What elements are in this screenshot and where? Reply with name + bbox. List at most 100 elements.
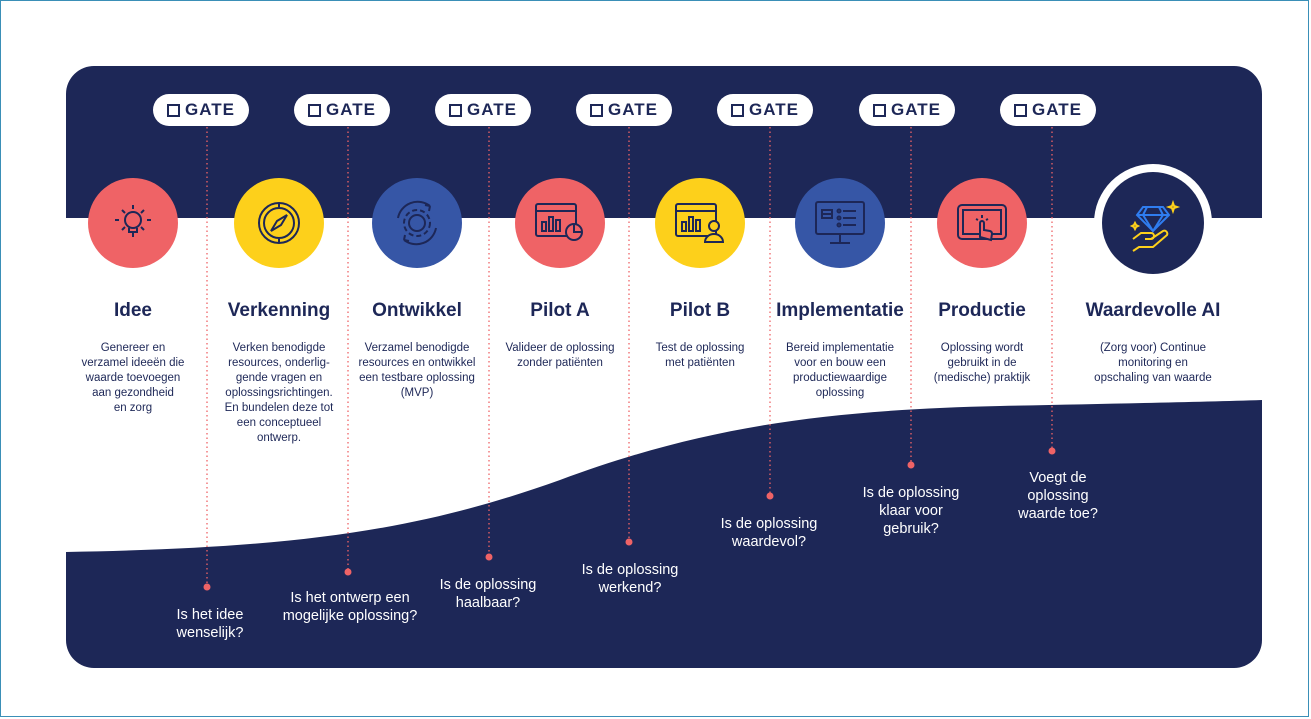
gate-question-line: klaar voor [879,503,943,519]
gate-question-line: Is de oplossing [862,485,960,501]
stage-description-line: zonder patiënten [517,357,603,369]
stage-description-line: een testbare oplossing [359,372,475,384]
diamond-hand-icon [1123,193,1183,253]
stage-description-line: (medische) praktijk [933,372,1031,384]
stage-circle [515,178,605,268]
stage-description: (Zorg voor) Continue monitoring en opschal… [1083,341,1223,386]
stage-description-line: oplossing [815,387,865,399]
gate-question: Is het ontwerp een mogelijke oplossing? [270,589,430,625]
stage-circle [655,178,745,268]
stage-description-line: oplossingsrichtingen. [225,387,333,399]
checkbox-icon [449,103,463,117]
gate-label: GATE [467,100,517,119]
gate-question-line: waarde toe? [1018,506,1098,522]
stage-description-line: met patiënten [665,357,735,369]
stage-title: Ontwikkel [372,300,462,321]
dashboard-chart-icon [532,200,588,246]
stage-circle [234,178,324,268]
lightbulb-icon [110,200,156,246]
stage-circle [88,178,178,268]
stage-title: Productie [938,300,1026,321]
gate-question-dot [1048,447,1056,455]
stage-description-line: verzamel ideeën die [81,357,185,369]
gate-question-dot [625,538,633,546]
gate-badge: GATE [1000,94,1096,126]
gate-badge: GATE [576,94,672,126]
gate-question-dot [485,553,493,561]
gate-question-dot [907,461,915,469]
gear-cycle-icon [390,196,444,250]
gate-badge: GATE [294,94,390,126]
stage-title: Idee [113,300,153,321]
stage-description-line: monitoring en [1118,357,1188,369]
gate-question-line: Is het idee [176,607,244,623]
stage-description-line: en zorg [113,402,153,414]
stage-circle [795,178,885,268]
stage-description-line: voor en bouw een [794,357,886,369]
stage-circle [937,178,1027,268]
stage-description-line: Genereer en [100,342,166,354]
stage-description-line: Test de oplossing [655,342,745,354]
gate-question: Is de oplossing haalbaar? [408,576,568,612]
stage-description-line: (Zorg voor) Continue [1099,342,1207,354]
stage-description-line: gende vragen en [235,372,323,384]
checkbox-icon [308,103,322,117]
stage-description-line: Verzamel benodigde [364,342,470,354]
dashboard-user-icon [672,200,728,246]
gate-question-dot [344,568,352,576]
stage-title: Verkenning [227,300,331,321]
stage-description: Bereid implementatie voor en bouw een prod… [770,341,910,401]
checkbox-icon [873,103,887,117]
stage-description-line: productiewaardige [793,372,887,384]
stage-description-line: een conceptueel [236,417,322,429]
gate-question-line: gebruik? [883,521,939,537]
gate-label: GATE [608,100,658,119]
stage-description-line: Oplossing wordt [940,342,1024,354]
gate-question-line: oplossing [1027,488,1089,504]
gate-question-dot [203,583,211,591]
tablet-tap-icon [954,199,1010,247]
gate-question: Is het idee wenselijk? [130,606,290,642]
monitor-checklist-icon [812,198,868,248]
gate-label: GATE [185,100,235,119]
stage-circle [372,178,462,268]
stage-title: Pilot A [530,300,590,321]
gate-badge: GATE [859,94,955,126]
gate-question-line: Is de oplossing [720,516,818,532]
gate-question-dot [766,492,774,500]
stage-description-line: waarde toevoegen [85,372,181,384]
stage-description: Valideer de oplossing zonder patiënten [490,341,630,371]
gate-question-line: waardevol? [731,534,807,550]
stage-description: Genereer en verzamel ideeën die waarde toe… [63,341,203,416]
gate-question-line: Is het ontwerp een [290,590,410,606]
stage-description-line: gebruikt in de [947,357,1017,369]
gate-question-line: mogelijke oplossing? [282,608,418,624]
gate-label: GATE [1032,100,1082,119]
gate-question: Is de oplossing waardevol? [689,515,849,551]
stage-description: Oplossing wordt gebruikt in de (medische) … [912,341,1052,386]
stage-title: Implementatie [776,300,904,321]
stage-description-line: Bereid implementatie [785,342,895,354]
stage-description-line: Valideer de oplossing [505,342,615,354]
checkbox-icon [590,103,604,117]
stage-description-line: Verken benodigde [232,342,326,354]
stage-description-line: En bundelen deze tot [224,402,334,414]
checkbox-icon [731,103,745,117]
gate-question: Is de oplossing klaar voor gebruik? [831,484,991,538]
gate-badge: GATE [435,94,531,126]
gate-question-line: Is de oplossing [581,562,679,578]
stage-description-line: aan gezondheid [92,387,174,399]
stage-description-line: (MVP) [400,387,434,399]
gate-question-line: Is de oplossing [439,577,537,593]
gate-label: GATE [749,100,799,119]
gate-question-line: werkend? [598,580,662,596]
stage-description-line: opschaling van waarde [1094,372,1212,384]
gate-question-line: haalbaar? [455,595,521,611]
checkbox-icon [167,103,181,117]
compass-icon [253,197,305,249]
gate-badge: GATE [153,94,249,126]
gate-question-line: wenselijk? [176,625,244,641]
gate-label: GATE [326,100,376,119]
